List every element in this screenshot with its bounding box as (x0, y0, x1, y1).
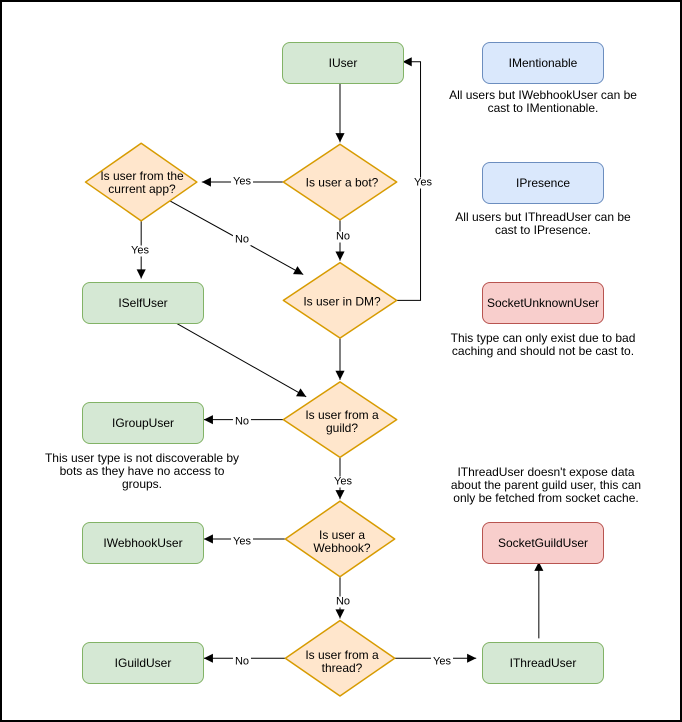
node-iselfuser: ISelfUser (82, 282, 204, 324)
node-ipresence-label: IPresence (515, 176, 571, 190)
node-socketguilduser: SocketGuildUser (482, 522, 604, 564)
edge-label-guild-no: No (232, 415, 252, 428)
note-imentionable: All users but IWebhookUser can be cast t… (449, 88, 637, 115)
edge-label-thread-no: No (232, 655, 252, 668)
node-iwebhookuser-label: IWebhookUser (103, 536, 183, 550)
edge-label-bot-no: No (333, 230, 353, 243)
node-ipresence: IPresence (482, 162, 604, 204)
decision-current-app-label: Is user from the current app? (100, 169, 184, 196)
edge-label-bot-yes: Yes (231, 175, 253, 188)
note-ipresence: All users but IThreadUser can be cast to… (455, 210, 631, 237)
edge-label-dm-yes: Yes (412, 176, 434, 189)
node-imentionable-label: IMentionable (508, 56, 578, 70)
node-iuser: IUser (282, 42, 404, 84)
decision-bot-shape (282, 143, 398, 221)
decision-thread-shape (284, 619, 396, 697)
node-igroupuser-label: IGroupUser (111, 416, 175, 430)
node-ithreaduser-label: IThreadUser (509, 656, 577, 670)
node-iguilduser: IGuildUser (82, 642, 204, 684)
node-ithreaduser: IThreadUser (482, 642, 604, 684)
note-igroupuser: This user type is not discoverable by bo… (44, 451, 240, 491)
note-ithreaduser: IThreadUser doesn't expose data about th… (450, 465, 642, 505)
decision-dm-shape (282, 261, 398, 339)
edge-label-thread-yes: Yes (431, 655, 453, 668)
decision-webhook-shape (284, 500, 396, 578)
node-imentionable: IMentionable (482, 42, 604, 84)
node-iwebhookuser: IWebhookUser (82, 522, 204, 564)
node-socketunknownuser: SocketUnknownUser (482, 282, 604, 324)
decision-thread-label: Is user from a thread? (305, 648, 379, 675)
edge-label-app-yes: Yes (129, 244, 151, 257)
decision-dm-label: Is user in DM? (303, 294, 381, 309)
edge-label-webhook-yes: Yes (231, 535, 253, 548)
note-socketunknownuser: This type can only exist due to bad cach… (450, 331, 636, 358)
decision-bot-label: Is user a bot? (305, 175, 379, 190)
node-igroupuser: IGroupUser (82, 402, 204, 444)
node-iselfuser-label: ISelfUser (118, 296, 168, 310)
node-socketunknownuser-label: SocketUnknownUser (486, 296, 600, 310)
decision-guild-shape (282, 381, 398, 459)
node-iuser-label: IUser (328, 56, 358, 70)
edge-label-app-no: No (232, 233, 252, 246)
edge-label-webhook-no: No (333, 595, 353, 608)
decision-webhook-label: Is user a Webhook? (313, 528, 371, 555)
decision-guild-label: Is user from a guild? (305, 408, 379, 435)
arrow-iselfuser-to-guild (170, 319, 307, 398)
node-socketguilduser-label: SocketGuildUser (497, 536, 589, 550)
node-iguilduser-label: IGuildUser (114, 656, 172, 670)
decision-current-app-shape (84, 142, 198, 222)
edge-label-guild-yes: Yes (332, 475, 354, 488)
